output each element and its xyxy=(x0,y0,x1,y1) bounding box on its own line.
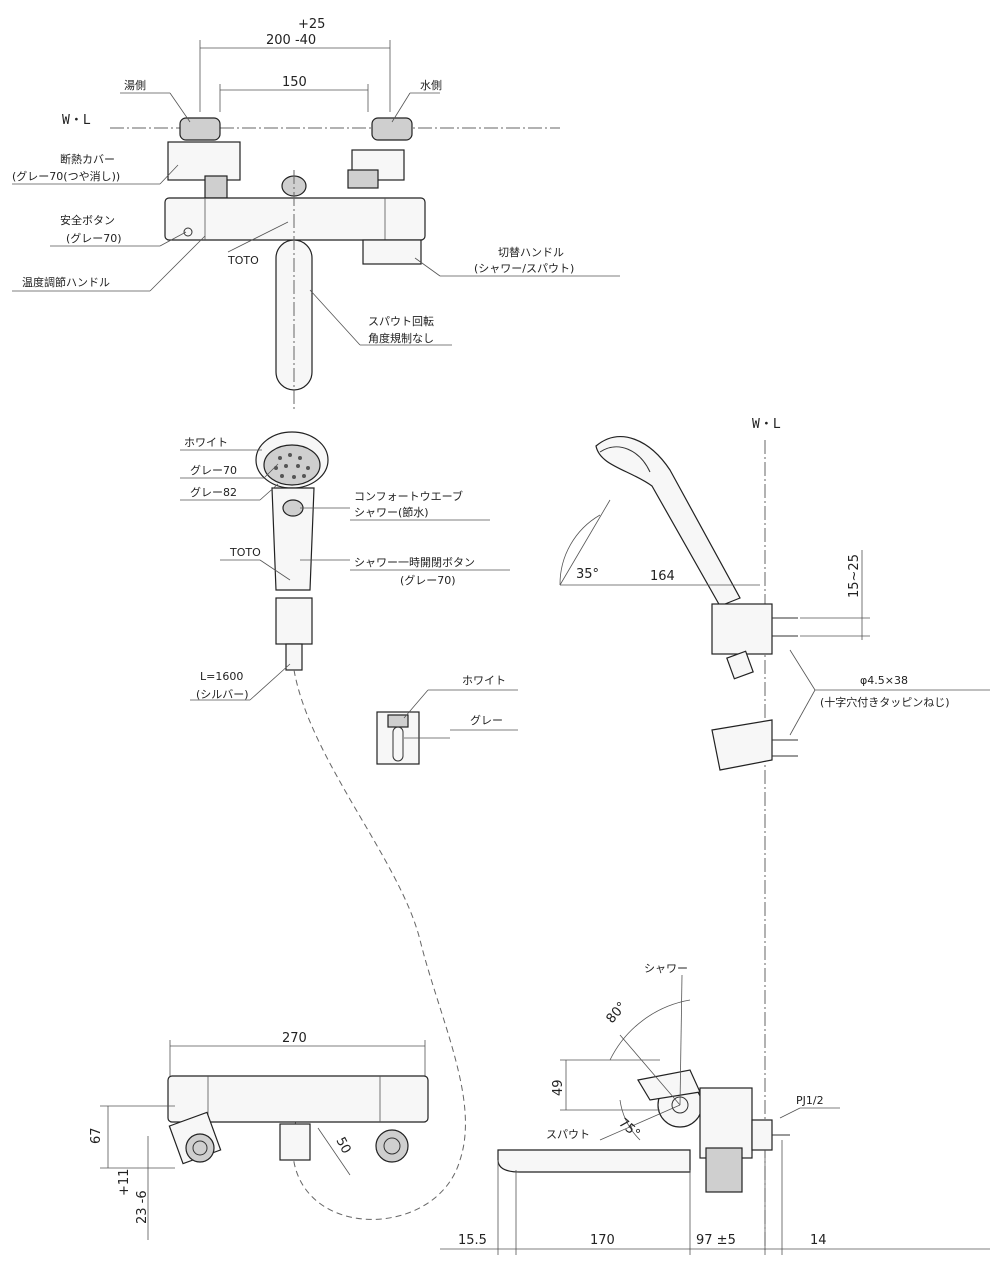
dimension-97: 97 ±5 xyxy=(696,1233,736,1248)
angle-75: 75° xyxy=(615,1116,642,1142)
toto-head-label: TOTO xyxy=(229,546,261,559)
toto-body-label: TOTO xyxy=(227,254,259,267)
dimension-50: 50 xyxy=(332,1135,353,1157)
spout-mode-label: スパウト xyxy=(546,1128,590,1141)
water-level-label-side: W・L xyxy=(752,417,781,432)
dimension-14: 14 xyxy=(810,1233,827,1248)
holder-white-label: ホワイト xyxy=(462,674,506,687)
side-view-body: シャワー 80° 75° スパウト 49 PJ1/2 15.5 170 97 ±… xyxy=(440,962,990,1255)
bottom-view: 270 67 +11 23 -6 50 xyxy=(89,1031,429,1240)
shower-head-front: ホワイト グレー70 グレー82 コンフォートウエーブ シャワー(節水) TOT… xyxy=(180,431,510,1220)
dimension-span-200: 200 -40 xyxy=(266,33,316,48)
dimension-tolerance-plus: +25 xyxy=(298,17,325,32)
dimension-150: 150 xyxy=(282,75,307,90)
holder-grey-label: グレー xyxy=(470,713,503,727)
insulation-cover-label: 断熱カバー xyxy=(60,152,115,166)
shower-head-grey82-label: グレー82 xyxy=(190,485,237,499)
cold-side-label: 水側 xyxy=(420,79,442,92)
front-view: W・L +25 200 -40 150 xyxy=(12,17,620,410)
dimension-49: 49 xyxy=(551,1079,566,1096)
angle-80: 80° xyxy=(604,999,630,1026)
screw-spec-label: φ4.5×38 xyxy=(860,674,908,687)
shower-head-grey70-label: グレー70 xyxy=(190,463,237,477)
switch-handle-label: 切替ハンドル xyxy=(498,245,564,259)
thermostat-body-bottom xyxy=(167,1075,429,1123)
dimension-15-25: 15~25 xyxy=(847,554,862,598)
safety-button-label: 安全ボタン xyxy=(60,213,115,227)
insulation-cover-color: (グレー70(つや消し)) xyxy=(12,169,120,183)
shower-head-white-label: ホワイト xyxy=(184,436,228,449)
dimension-270: 270 xyxy=(282,1031,307,1046)
spout-rotation-label-2: 角度規制なし xyxy=(368,331,434,345)
water-level-label-front: W・L xyxy=(62,113,91,128)
switch-handle-modes: (シャワー/スパウト) xyxy=(474,262,574,275)
thermostat-body-front xyxy=(164,197,426,241)
hose-length-label: L=1600 xyxy=(200,670,243,683)
dimension-23-minus-6: 23 -6 xyxy=(135,1190,150,1224)
pause-button-color: (グレー70) xyxy=(400,573,456,587)
dimension-67: 67 xyxy=(89,1127,104,1144)
comfort-wave-label-1: コンフォートウエーブ xyxy=(354,489,463,503)
dimension-tolerance-plus-11: +11 xyxy=(117,1169,132,1196)
shower-angle-35: 35° xyxy=(576,567,599,582)
spout-rotation-label-1: スパウト回転 xyxy=(368,315,434,328)
comfort-wave-label-2: シャワー(節水) xyxy=(354,505,429,519)
shower-mode-label: シャワー xyxy=(644,962,688,975)
holder-detail: ホワイト グレー xyxy=(376,674,518,765)
side-view-shower: W・L 35° 164 15~25 φ4.5×38 (十字穴付きタッピンねじ) xyxy=(559,417,990,1250)
dimension-164: 164 xyxy=(650,569,675,584)
dimension-15-5: 15.5 xyxy=(458,1233,487,1248)
pipe-thread-label: PJ1/2 xyxy=(796,1094,824,1107)
screw-type-label: (十字穴付きタッピンねじ) xyxy=(820,695,950,709)
pause-button-label: シャワー一時開閉ボタン xyxy=(354,556,475,569)
temperature-handle-label: 温度調節ハンドル xyxy=(22,275,110,289)
hot-side-label: 湯側 xyxy=(124,79,146,92)
hose-color-label: (シルバー) xyxy=(196,688,249,701)
safety-button-color: (グレー70) xyxy=(66,231,122,245)
dimension-170: 170 xyxy=(590,1233,615,1248)
